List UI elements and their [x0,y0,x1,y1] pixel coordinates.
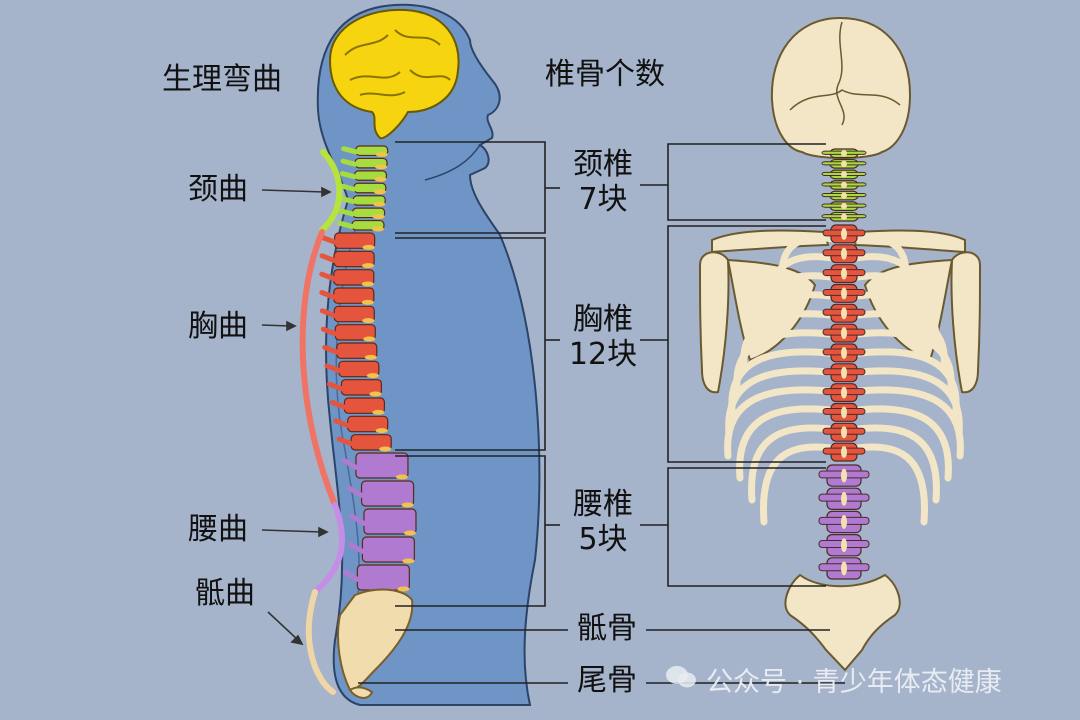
cervical-vertebra-back [821,158,867,169]
cervical-vertebra-side [339,182,387,195]
cervical-vertebra-back [821,201,867,212]
lumbar-vertebra-side [342,564,410,592]
rib-left [736,405,842,482]
label-thoracic-curve: 胸曲 [188,309,248,344]
watermark: 公众号 · 青少年体态健康 [706,667,1002,698]
back-spine [818,148,870,580]
thoracic-vertebra-side [326,379,383,397]
cervical-vertebra-side [337,219,385,232]
cervical-vertebra-back [821,169,867,180]
rib-cage [724,234,964,526]
label-thoracic-count: 12块 [568,337,638,372]
rib-right [846,386,964,460]
label-lumbar-count: 5块 [578,522,628,557]
rib-left [759,443,842,526]
curve-lumbar-line [312,502,345,595]
label-cervical-curve: 颈曲 [188,172,248,207]
label-sacral-curve: 骶曲 [195,576,255,611]
thoracic-vertebra-back [822,264,866,284]
thoracic-vertebra-back [822,422,866,442]
rib-right [846,443,929,526]
label-thoracic-name: 胸椎 [573,302,633,337]
thoracic-vertebra-back [822,402,866,422]
thoracic-vertebra-side [322,342,378,360]
thoracic-vertebra-side [319,287,375,305]
rib-right [846,367,963,438]
thoracic-vertebra-side [320,232,376,250]
heading-physiological-curves: 生理弯曲 [162,62,282,97]
label-lumbar-curve: 腰曲 [188,512,248,547]
label-coccyx: 尾骨 [577,663,637,698]
lumbar-vertebra-side [347,536,415,564]
cervical-vertebra-back [821,211,867,222]
neck-line [424,144,481,181]
lumbar-vertebra-back [818,510,870,534]
cervical-vertebra-side [338,195,386,207]
cervical-vertebra-back [821,148,867,159]
thoracic-vertebra-side [319,269,375,287]
rib-right [846,424,940,504]
cervical-vertebra-side [338,207,386,220]
rib-right [846,348,960,416]
cervical-vertebra-side [339,170,388,182]
thoracic-vertebra-back [822,442,866,462]
cervical-vertebra-back [821,190,867,201]
label-cervical-name: 颈椎 [573,147,633,182]
thoracic-vertebra-side [324,360,380,379]
thoracic-vertebra-back [822,303,866,323]
thoracic-vertebra-back [822,363,866,383]
thoracic-vertebra-side [329,397,386,415]
rib-left [728,348,842,416]
thoracic-vertebra-side [320,324,376,342]
rib-left [725,367,842,438]
cervical-vertebra-side [340,157,388,170]
thoracic-vertebra-back [822,323,866,343]
thoracic-vertebra-back [822,224,866,244]
label-lumbar-name: 腰椎 [573,487,633,522]
rib-right [846,405,952,482]
curve-arrows [261,186,332,646]
lumbar-vertebra-back [818,464,870,487]
curve-sacral-line [305,589,336,695]
thoracic-vertebra-back [822,283,866,303]
lumbar-vertebra-side [347,480,415,508]
label-cervical-count: 7块 [578,182,628,217]
sacrum-side [337,588,414,692]
thoracic-vertebra-side [319,305,375,324]
thoracic-vertebra-side [319,250,375,269]
label-sacrum: 骶骨 [577,611,637,646]
side-spine [319,145,417,592]
curve-thoracic-line [299,229,338,508]
lumbar-vertebra-back [818,557,870,580]
thoracic-vertebra-side [333,415,389,434]
sacrum-back [784,573,901,672]
thoracic-vertebra-side [336,434,392,452]
thoracic-vertebra-back [822,383,866,403]
cervical-vertebra-side [341,145,389,157]
coccyx-side [348,686,374,699]
bracket-lines [358,141,845,684]
rib-left [724,386,842,460]
brain-icon [328,8,460,140]
curve-cervical-line [319,149,343,233]
lumbar-vertebra-side [341,452,409,480]
lumbar-vertebra-back [818,533,870,557]
thoracic-vertebra-back [822,244,866,264]
lumbar-vertebra-side [349,508,417,536]
heading-vertebra-counts: 椎骨个数 [545,57,665,92]
cervical-vertebra-back [821,180,867,190]
lumbar-vertebra-back [818,487,870,511]
rib-left [748,424,842,504]
wechat-icon [666,666,696,688]
skull-back [770,16,912,159]
thoracic-vertebra-back [822,343,866,363]
